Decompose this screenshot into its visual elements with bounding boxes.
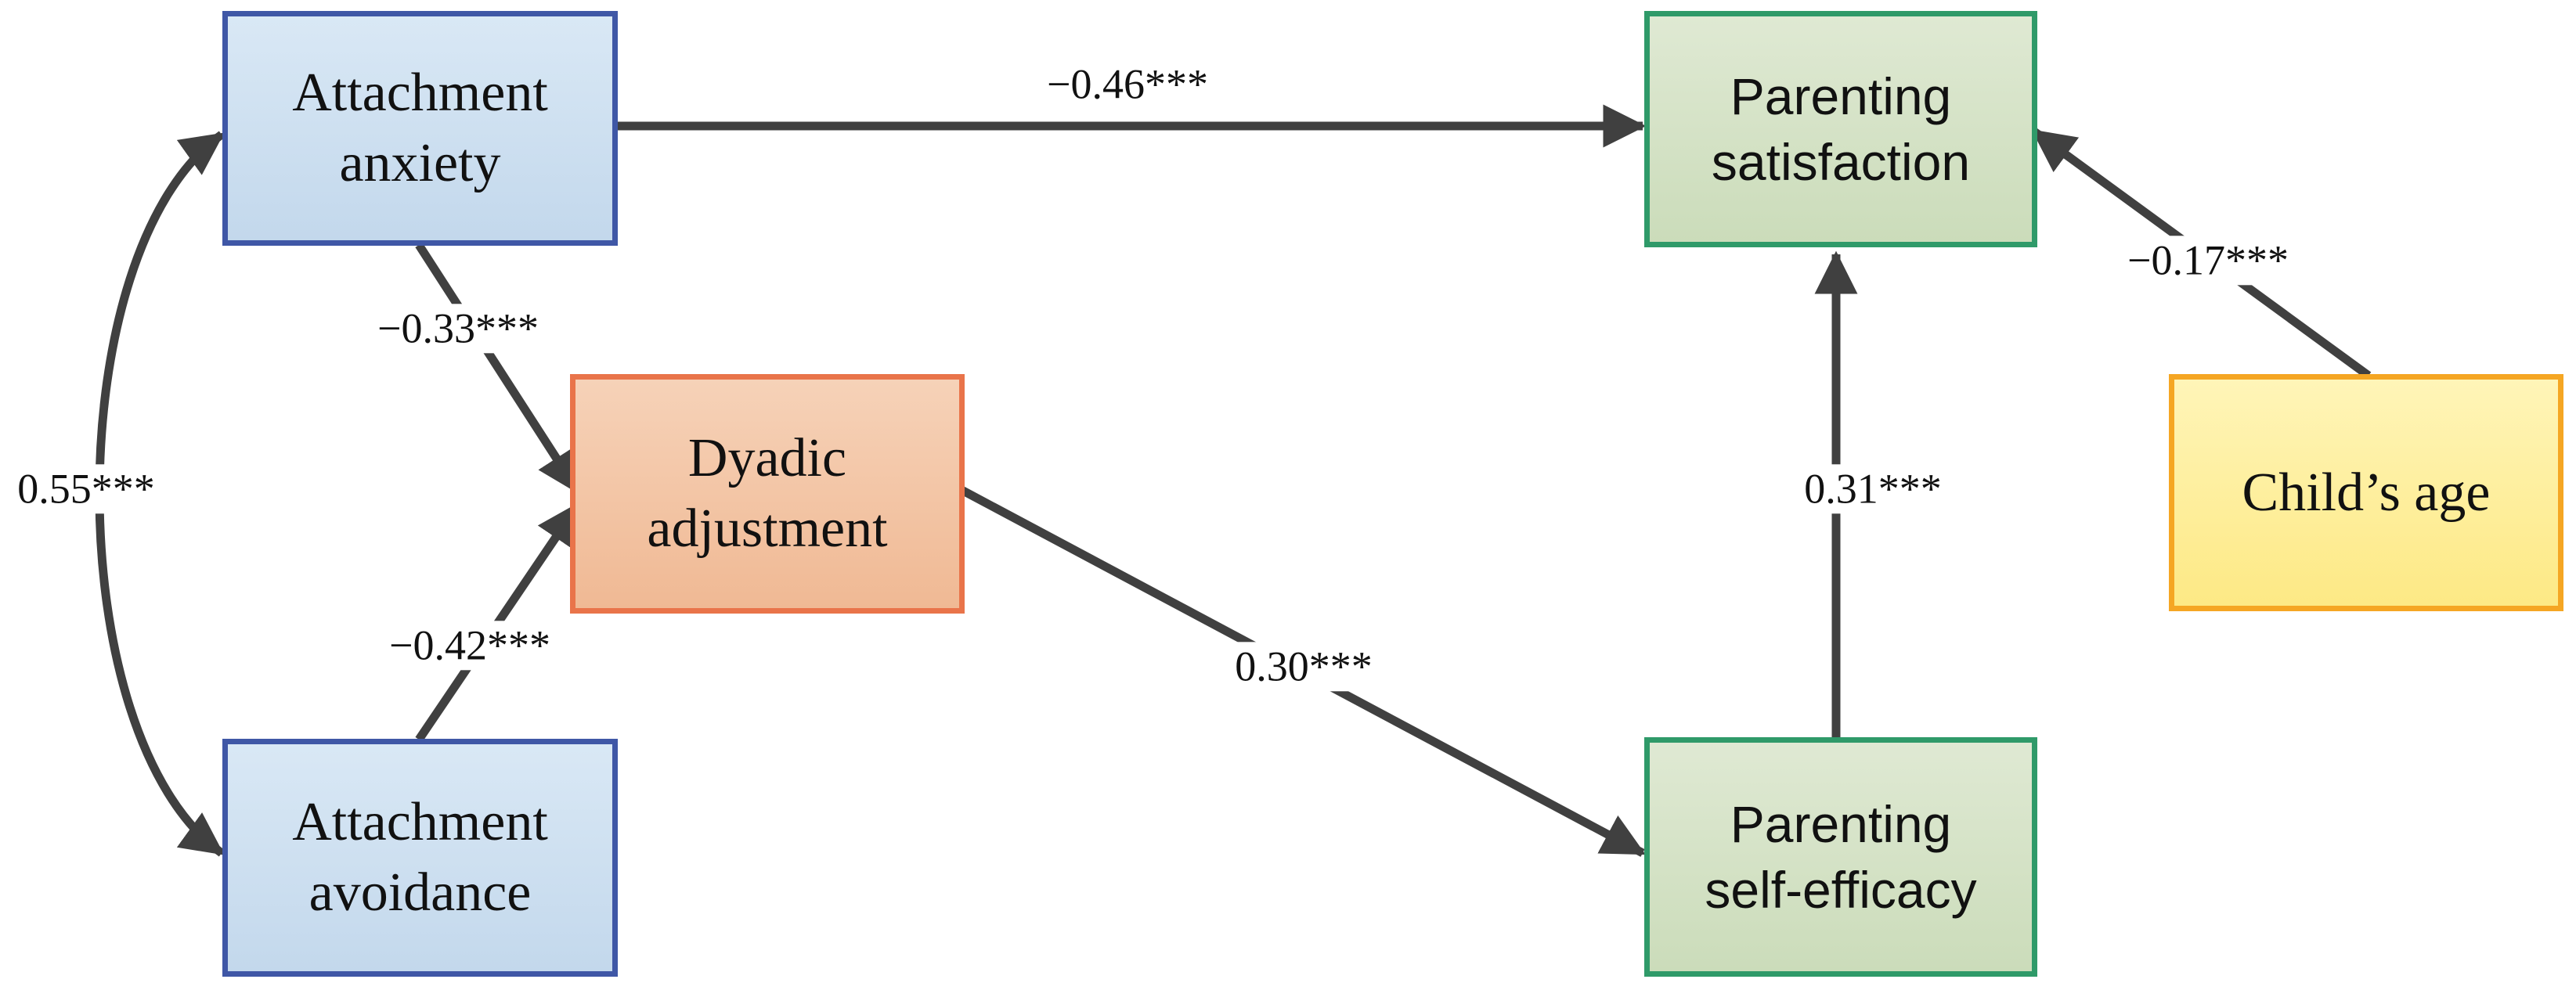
node-attachment-anxiety-line-1: Attachment [292,63,548,124]
node-parenting-satisfaction-line-2: satisfaction [1711,133,1971,191]
label-childs-age-to-satisfaction: −0.17*** [2120,236,2296,286]
node-dyadic-adjustment-line-2: adjustment [647,499,888,559]
node-parenting-self-efficacy: Parenting self-efficacy [1644,737,2037,977]
label-anxiety-to-satisfaction: −0.46*** [1047,60,1208,108]
node-parenting-self-efficacy-line-1: Parenting [1730,794,1952,853]
node-parenting-satisfaction-line-1: Parenting [1730,67,1952,125]
label-avoidance-to-dyadic: −0.42*** [381,621,558,671]
node-attachment-avoidance: Attachment avoidance [222,739,618,977]
label-dyadic-to-self-efficacy: 0.30*** [1227,642,1380,692]
node-attachment-anxiety-line-2: anxiety [339,133,501,193]
node-childs-age: Child’s age [2169,374,2563,611]
label-self-efficacy-to-satisfaction: 0.31*** [1796,464,1950,514]
label-anxiety-avoidance-covariance: 0.55*** [9,464,163,514]
node-parenting-self-efficacy-line-2: self-efficacy [1705,861,1977,919]
node-childs-age-line-1: Child’s age [2242,462,2491,523]
node-attachment-avoidance-line-2: avoidance [308,862,532,923]
arrow-anxiety-to-dyadic [415,243,582,495]
node-dyadic-adjustment-line-1: Dyadic [687,428,847,489]
node-attachment-avoidance-line-1: Attachment [292,792,548,853]
label-anxiety-to-dyadic: −0.33*** [370,304,547,354]
node-attachment-anxiety: Attachment anxiety [222,11,618,246]
node-parenting-satisfaction: Parenting satisfaction [1644,11,2037,247]
node-dyadic-adjustment: Dyadic adjustment [570,374,965,614]
